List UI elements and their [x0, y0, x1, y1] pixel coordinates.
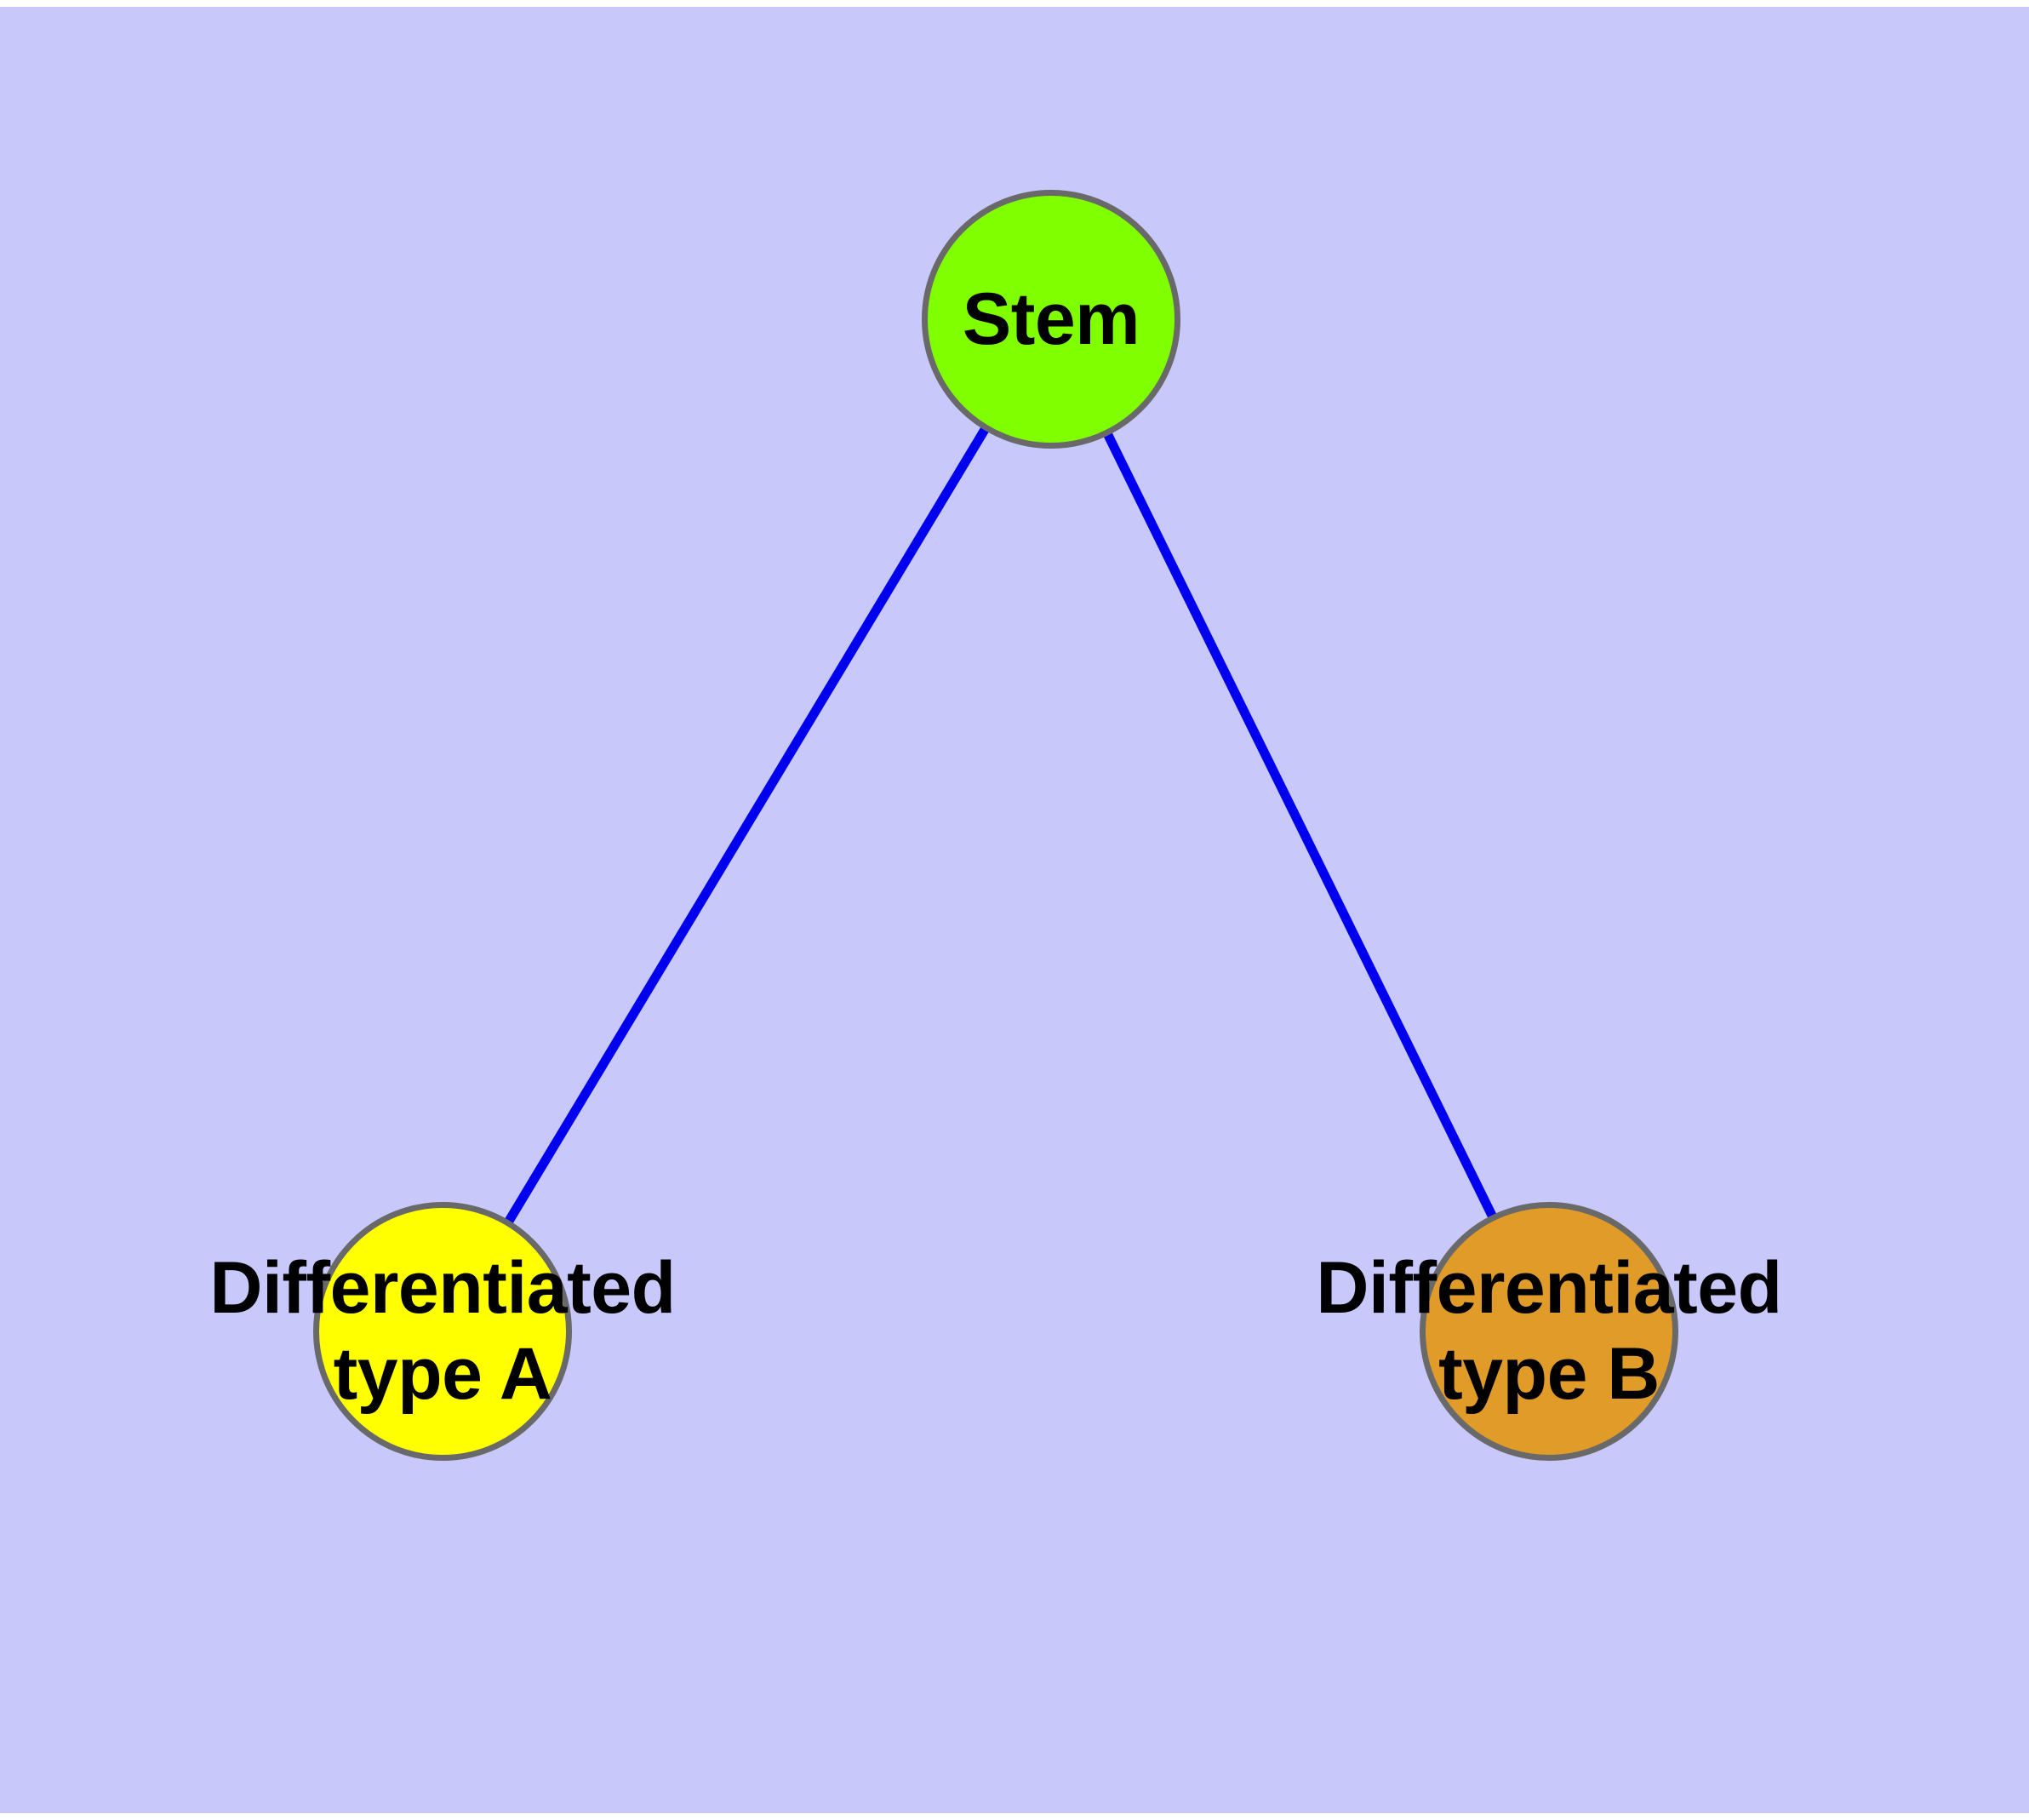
- node-differentiated-type-b[interactable]: [1420, 1202, 1678, 1461]
- edge-stem-to-diff-a[interactable]: [438, 317, 1055, 1334]
- node-differentiated-type-a[interactable]: [313, 1202, 572, 1461]
- edge-stem-to-diff-b[interactable]: [1047, 317, 1553, 1334]
- node-stem[interactable]: [922, 190, 1180, 449]
